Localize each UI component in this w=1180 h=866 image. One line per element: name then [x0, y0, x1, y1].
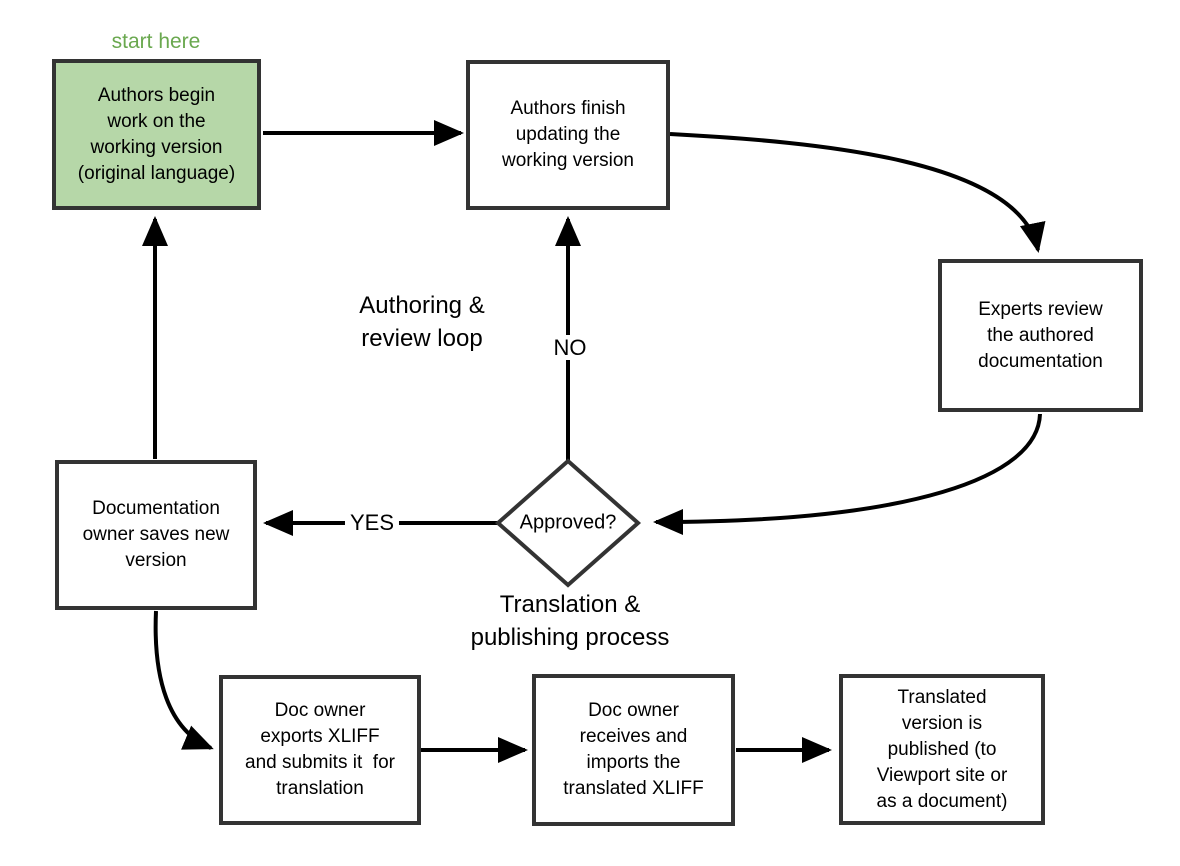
node-import-xliff: Doc owner receives and imports the trans…: [532, 674, 735, 826]
node-doc-owner-saves: Documentation owner saves new version: [55, 460, 257, 610]
node-text: Doc owner exports XLIFF and submits it f…: [245, 700, 395, 799]
node-export-xliff: Doc owner exports XLIFF and submits it f…: [219, 675, 421, 825]
label-authoring-loop: Authoring & review loop: [359, 292, 485, 352]
node-text: Translated version is published (to View…: [876, 686, 1008, 812]
decision-diamond: [494, 458, 642, 588]
node-text: Experts review the authored documentatio…: [978, 298, 1103, 372]
node-authors-finish: Authors finish updating the working vers…: [466, 60, 670, 210]
label-start-here: start here: [111, 30, 201, 53]
node-text: Authors finish updating the working vers…: [502, 98, 634, 171]
label-no: NO: [548, 335, 592, 360]
node-experts-review: Experts review the authored documentatio…: [938, 259, 1143, 412]
node-authors-begin: Authors begin work on the working versio…: [52, 59, 261, 210]
node-text: Doc owner receives and imports the trans…: [563, 700, 704, 799]
label-yes: YES: [344, 510, 400, 535]
node-text: Documentation owner saves new version: [82, 498, 230, 571]
edge-review-to-decision: [653, 413, 1042, 535]
node-publish: Translated version is published (to View…: [839, 674, 1045, 825]
node-text: Authors begin work on the working versio…: [77, 84, 236, 184]
decision-label: Approved?: [519, 511, 617, 534]
label-translation-process: Translation & publishing process: [470, 591, 670, 651]
edge-finish-to-review: [669, 132, 1046, 253]
edge-save-to-export: [153, 610, 214, 750]
